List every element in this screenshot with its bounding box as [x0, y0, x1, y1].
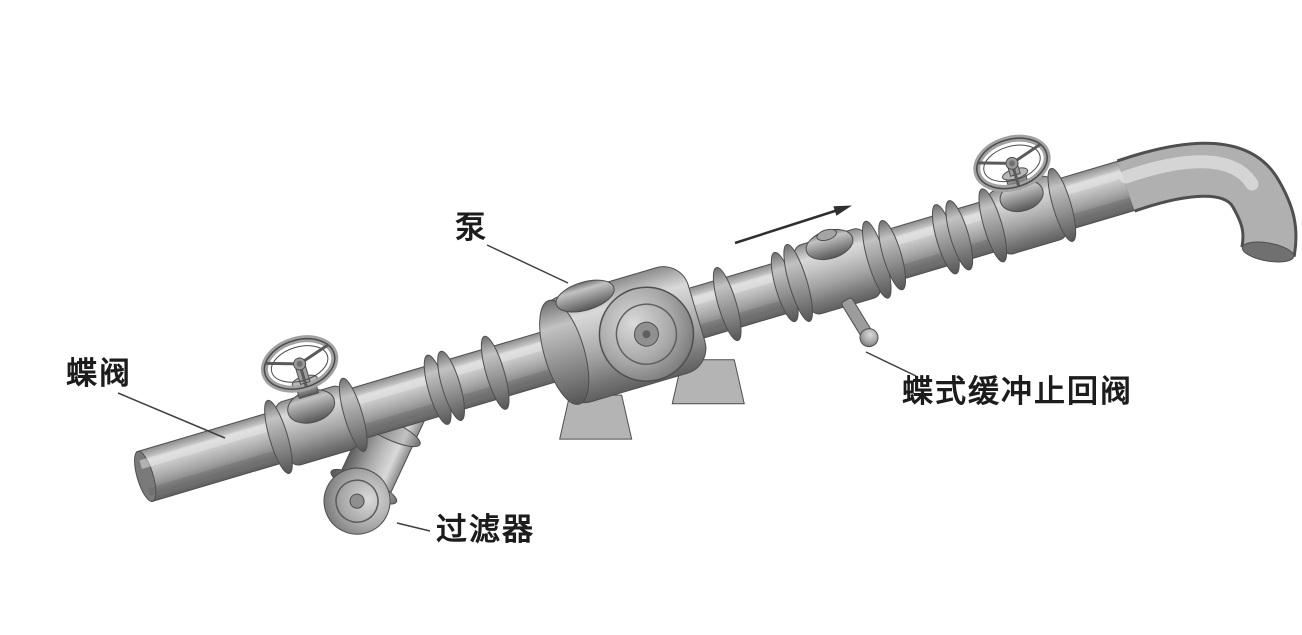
check-valve-cap	[816, 228, 837, 241]
butterfly-valve-right	[973, 134, 1068, 255]
strainer-cap-hub	[349, 493, 365, 509]
pump-hub-nut	[642, 330, 651, 339]
label-check-valve: 蝶式缓冲止回阀	[902, 374, 1133, 409]
leader-line-check-valve	[865, 351, 917, 377]
handwheel-icon	[260, 335, 339, 393]
pipeline-group	[134, 134, 1163, 535]
pump-volute-ring	[615, 303, 678, 365]
pipe-elbow	[1116, 141, 1298, 263]
label-strainer: 过滤器	[436, 512, 535, 547]
leader-line-pump	[486, 244, 569, 284]
label-pump: 泵	[455, 210, 488, 245]
label-butterfly-valve: 蝶阀	[66, 356, 132, 391]
leader-lines	[117, 244, 917, 532]
strainer-cap-ring	[335, 479, 379, 523]
handwheel-icon	[973, 134, 1051, 193]
pump-rear-dome	[539, 299, 590, 405]
flanges	[264, 167, 1077, 474]
check-valve-arm	[841, 297, 879, 348]
leader-line-strainer	[396, 522, 431, 532]
flow-arrow-icon	[734, 205, 852, 245]
butterfly-valve-left	[260, 335, 359, 466]
pipe-open-end	[134, 450, 157, 502]
pump	[539, 266, 707, 405]
pump-top-boss	[555, 279, 615, 313]
leader-line-butterfly-valve	[117, 392, 226, 439]
